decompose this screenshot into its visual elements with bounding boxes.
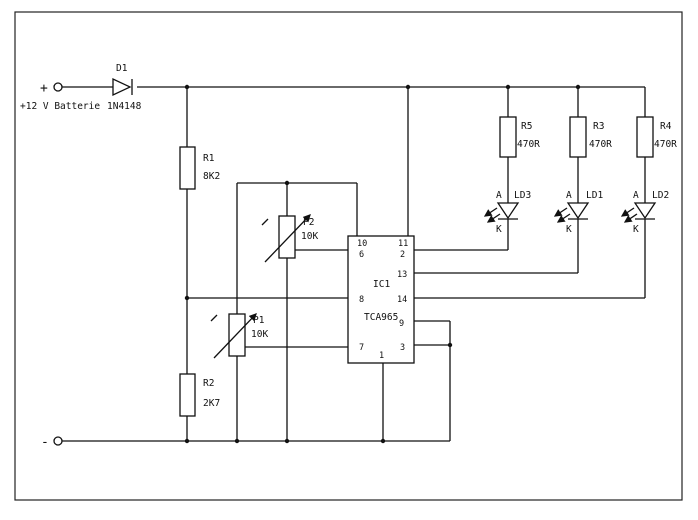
positive-terminal bbox=[53, 82, 63, 92]
resistor-r1 bbox=[179, 146, 196, 190]
ld3-anode: A bbox=[496, 190, 502, 201]
negative-terminal bbox=[53, 436, 63, 446]
potentiometer-p1 bbox=[228, 313, 246, 357]
r1-ref: R1 bbox=[203, 153, 215, 164]
junction-dot bbox=[184, 295, 190, 301]
ld2-ref: LD2 bbox=[652, 190, 669, 201]
d1-value: 1N4148 bbox=[107, 101, 142, 112]
ic-pin-10: 10 bbox=[357, 239, 367, 249]
r3-ref: R3 bbox=[593, 121, 604, 132]
resistor-r3 bbox=[569, 116, 587, 158]
negative-symbol: - bbox=[41, 435, 49, 450]
ic-pin-3: 3 bbox=[400, 343, 405, 353]
ic-pin-1: 1 bbox=[379, 351, 384, 361]
supply-label: +12 V Batterie bbox=[20, 101, 100, 112]
ic-pin-8: 8 bbox=[359, 295, 364, 305]
r2-value: 2K7 bbox=[203, 398, 220, 409]
ld3-cathode: K bbox=[496, 224, 502, 235]
r1-value: 8K2 bbox=[203, 171, 220, 182]
led-ld2 bbox=[620, 202, 657, 232]
ld1-cathode: K bbox=[566, 224, 572, 235]
positive-symbol: + bbox=[40, 81, 48, 96]
drawing-frame bbox=[14, 11, 683, 501]
r4-ref: R4 bbox=[660, 121, 672, 132]
ic1-package bbox=[347, 235, 415, 364]
p1-value: 10K bbox=[251, 329, 268, 340]
d1-ref: D1 bbox=[116, 63, 128, 74]
r4-value: 470R bbox=[654, 139, 677, 150]
potentiometer-p2 bbox=[278, 215, 296, 259]
ld1-ref: LD1 bbox=[586, 190, 603, 201]
ld3-ref: LD3 bbox=[514, 190, 531, 201]
ld1-anode: A bbox=[566, 190, 572, 201]
p1-adjust-arrow bbox=[213, 313, 257, 359]
diode-d1 bbox=[112, 77, 133, 97]
ic-pin-7: 7 bbox=[359, 343, 364, 353]
resistor-r4 bbox=[636, 116, 654, 158]
r3-value: 470R bbox=[589, 139, 612, 150]
resistor-r2 bbox=[179, 373, 196, 417]
p2-value: 10K bbox=[301, 231, 318, 242]
r5-value: 470R bbox=[517, 139, 540, 150]
p1-ref: P1 bbox=[253, 315, 265, 326]
ic-pin-2: 2 bbox=[400, 250, 405, 260]
ld2-anode: A bbox=[633, 190, 639, 201]
p2-ref: P2 bbox=[303, 217, 314, 228]
ic-part: TCA965 bbox=[364, 312, 398, 323]
ic-pin-11: 11 bbox=[398, 239, 408, 249]
p2-adjust-arrow bbox=[264, 214, 311, 263]
led-ld1 bbox=[553, 202, 590, 232]
ic-pin-9: 9 bbox=[399, 319, 404, 329]
ic-pin-6: 6 bbox=[359, 250, 364, 260]
r5-ref: R5 bbox=[521, 121, 532, 132]
r2-ref: R2 bbox=[203, 378, 214, 389]
ic-pin-13: 13 bbox=[397, 270, 407, 280]
resistor-r5 bbox=[499, 116, 517, 158]
ic-ref: IC1 bbox=[373, 279, 390, 290]
ic-pin-14: 14 bbox=[397, 295, 407, 305]
led-ld3 bbox=[483, 202, 520, 232]
ld2-cathode: K bbox=[633, 224, 639, 235]
